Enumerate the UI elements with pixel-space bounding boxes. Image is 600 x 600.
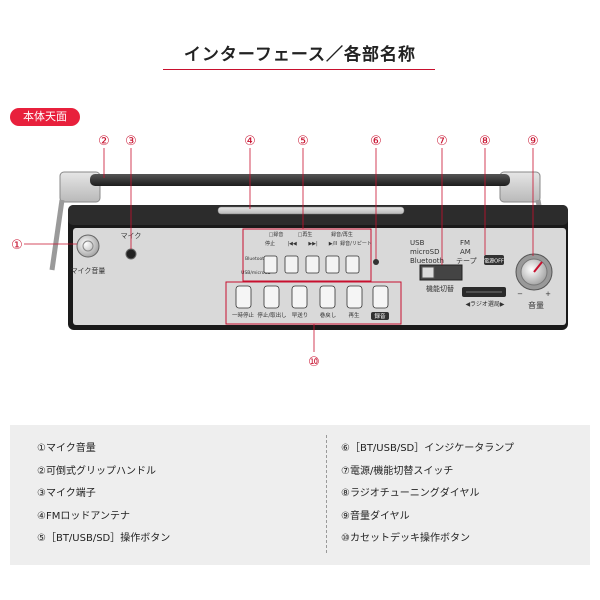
callout-4: ④	[244, 134, 256, 149]
bt-prev-button[interactable]	[284, 255, 299, 274]
svg-text:録音/再生: 録音/再生	[331, 231, 353, 238]
svg-text:再生: 再生	[348, 311, 360, 319]
legend-item: ⑨音量ダイヤル	[341, 510, 410, 522]
volume-minus-label: −	[517, 290, 523, 298]
svg-text:録音/リピート: 録音/リピート	[340, 240, 372, 247]
callout-6: ⑥	[370, 134, 382, 149]
callout-2: ②	[98, 134, 110, 149]
title-underline	[163, 69, 435, 70]
page-title: インターフェース／各部名称	[183, 45, 417, 65]
function-switch-labels: USB microSD Bluetooth FM AM テープ	[410, 239, 477, 265]
callout-3: ③	[125, 134, 137, 149]
svg-text:USB: USB	[410, 239, 425, 247]
legend-item: ②可倒式グリップハンドル	[37, 465, 156, 477]
function-switch[interactable]	[419, 264, 463, 281]
svg-text:停止: 停止	[265, 240, 275, 247]
callout-7: ⑦	[436, 134, 448, 149]
radio-tuning-label: ◀ラジオ選局▶	[465, 300, 504, 308]
deck-play-button[interactable]	[346, 285, 363, 309]
legend-item: ⑥［BT/USB/SD］インジケータランプ	[341, 443, 514, 454]
mic-jack[interactable]	[125, 248, 137, 260]
callout-9: ⑨	[527, 134, 539, 149]
parts-legend: ①マイク音量 ②可倒式グリップハンドル ③マイク端子 ④FMロッドアンテナ ⑤［…	[10, 425, 590, 565]
section-badge: 本体天面	[10, 108, 80, 126]
svg-text:録音: 録音	[374, 312, 386, 320]
radio-tuning-dial[interactable]	[462, 287, 506, 297]
legend-item: ③マイク端子	[37, 488, 96, 499]
radio-cassette-diagram: マイク音量 マイク □録音 □再生 録音/再生 停止 |◀◀ ▶▶| ▶/II …	[11, 134, 568, 370]
legend-item: ⑧ラジオチューニングダイヤル	[341, 488, 480, 499]
svg-text:テープ: テープ	[456, 257, 477, 265]
svg-text:|◀◀: |◀◀	[287, 241, 297, 247]
deck-rec-button[interactable]	[372, 285, 389, 309]
deck-ff-button[interactable]	[291, 285, 308, 309]
indicator-lamp	[373, 259, 379, 265]
legend-item: ④FMロッドアンテナ	[37, 510, 130, 522]
legend-item: ①マイク音量	[37, 443, 96, 454]
bt-playpause-button[interactable]	[325, 255, 340, 274]
mic-volume-label: マイク音量	[71, 266, 106, 275]
callout-1: ①	[11, 238, 23, 253]
power-off-label: 電源OFF	[484, 258, 504, 265]
svg-text:早送り: 早送り	[292, 311, 309, 319]
svg-text:停止/取出し: 停止/取出し	[257, 311, 286, 319]
svg-text:microSD: microSD	[410, 248, 439, 256]
bt-stop-button[interactable]	[263, 255, 278, 274]
control-panel	[73, 228, 566, 325]
svg-text:巻戻し: 巻戻し	[320, 311, 337, 319]
volume-label: 音量	[528, 300, 544, 310]
bt-next-button[interactable]	[305, 255, 320, 274]
legend-item: ⑤［BT/USB/SD］操作ボタン	[37, 533, 171, 544]
volume-dial[interactable]	[515, 253, 553, 291]
deck-rew-button[interactable]	[319, 285, 336, 309]
mic-volume-knob[interactable]	[76, 234, 100, 258]
svg-text:一時停止: 一時停止	[232, 311, 255, 319]
callout-8: ⑧	[479, 134, 491, 149]
bt-rec-repeat-button[interactable]	[345, 255, 360, 274]
legend-item: ⑩カセットデッキ操作ボタン	[341, 533, 470, 544]
deck-pause-button[interactable]	[235, 285, 252, 309]
svg-text:AM: AM	[460, 248, 471, 256]
svg-text:▶/II: ▶/II	[329, 241, 337, 247]
legend-left-column: ①マイク音量 ②可倒式グリップハンドル ③マイク端子 ④FMロッドアンテナ ⑤［…	[37, 438, 170, 551]
svg-text:□再生: □再生	[298, 231, 313, 238]
volume-plus-label: +	[545, 290, 551, 298]
svg-text:USB/microSD: USB/microSD	[241, 270, 271, 276]
function-switch-label: 機能切替	[426, 284, 454, 293]
fm-rod-antenna	[217, 206, 405, 215]
callout-5: ⑤	[297, 134, 309, 149]
deck-stop-eject-button[interactable]	[263, 285, 280, 309]
legend-item: ⑦電源/機能切替スイッチ	[341, 465, 454, 477]
svg-text:□録音: □録音	[269, 231, 284, 238]
grip-handle	[49, 171, 553, 271]
legend-right-column: ⑥［BT/USB/SD］インジケータランプ ⑦電源/機能切替スイッチ ⑧ラジオチ…	[341, 438, 514, 551]
callout-10: ⑩	[308, 355, 320, 370]
svg-text:Bluetooth: Bluetooth	[245, 256, 267, 262]
svg-text:▶▶|: ▶▶|	[308, 241, 318, 247]
svg-text:FM: FM	[460, 239, 470, 247]
legend-divider	[326, 435, 327, 553]
svg-text:Bluetooth: Bluetooth	[410, 257, 444, 265]
